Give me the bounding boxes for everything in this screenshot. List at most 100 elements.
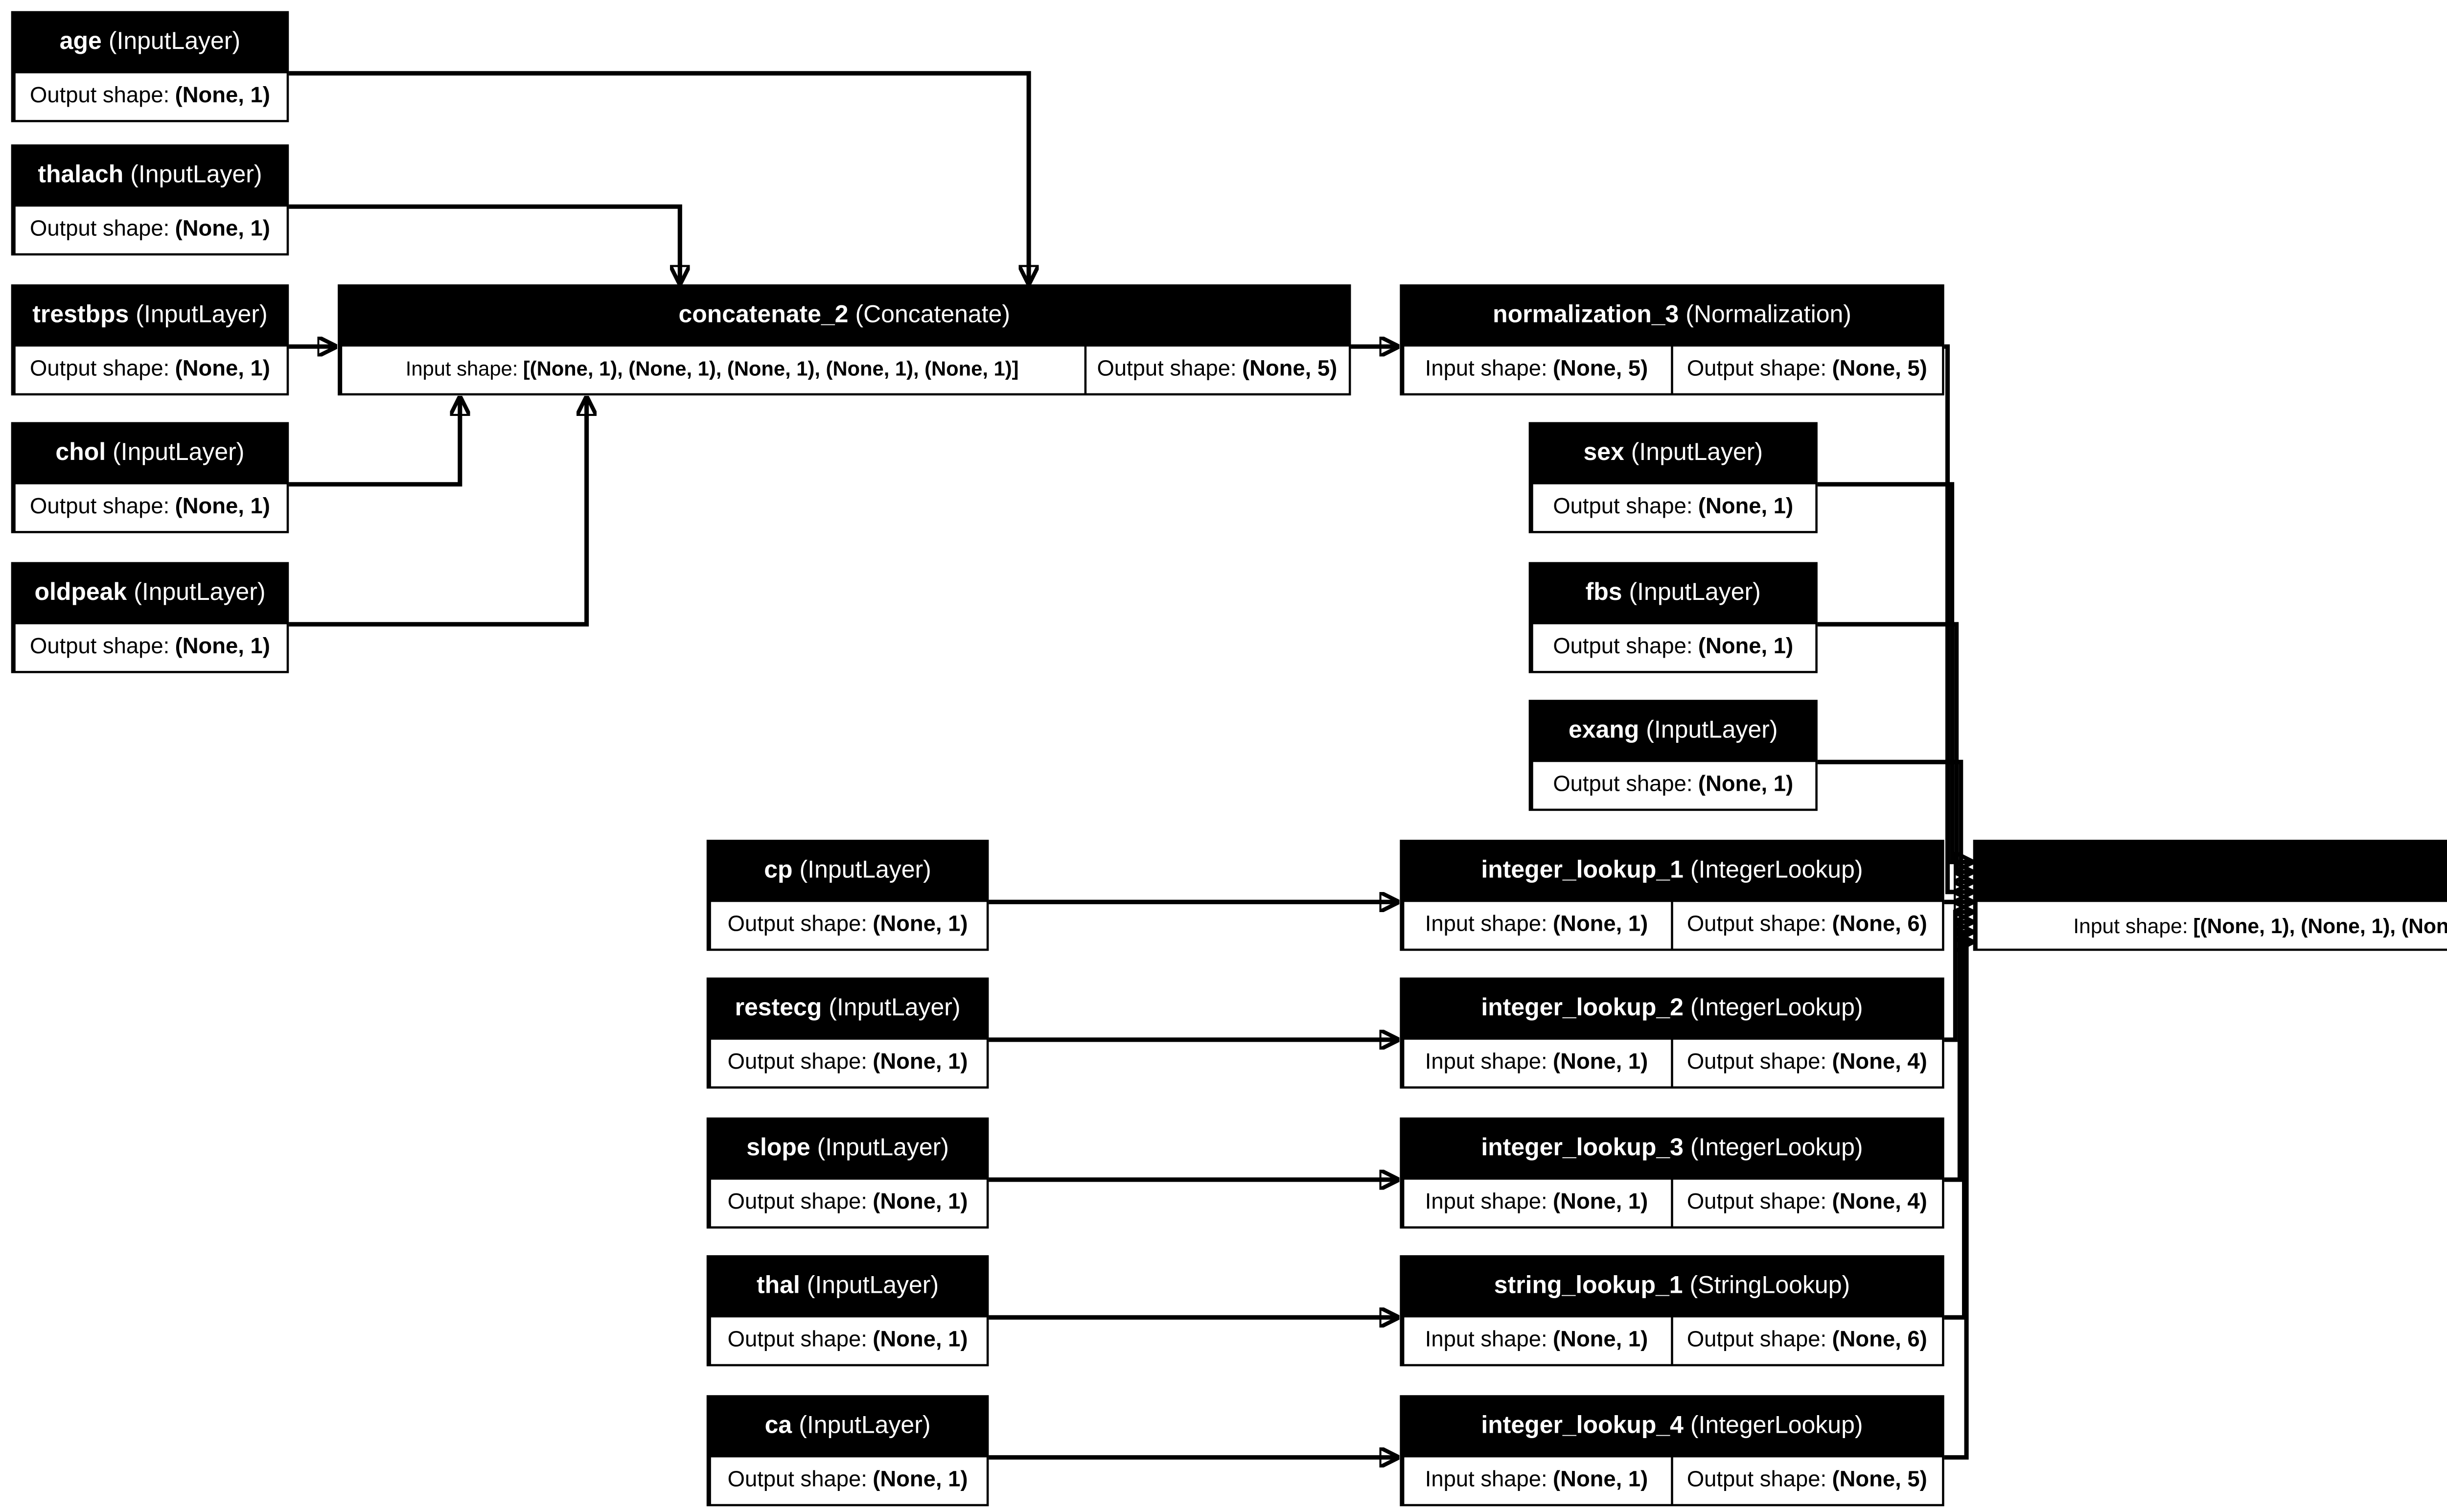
output-shape-value: (None, 1) (1698, 772, 1794, 797)
output-shape-label: Output shape: (727, 1328, 867, 1352)
layer-name: thalach (38, 162, 124, 189)
node-integer_lookup_1-body: Input shape:(None, 1) Output shape:(None… (1403, 902, 1941, 948)
node-thal: thal(InputLayer) Output shape:(None, 1) (706, 1255, 989, 1367)
node-concatenate_3-body: Input shape:[(None, 1), (None, 1), (None… (1976, 902, 2447, 948)
layer-name: string_lookup_1 (1494, 1273, 1683, 1300)
node-concatenate_2: concatenate_2(Concatenate) Input shape:[… (338, 284, 1351, 396)
node-restecg-header: restecg (InputLayer) (707, 978, 989, 1040)
input-shape-cell: Input shape:(None, 1) (1403, 1317, 1670, 1363)
output-shape-label: Output shape: (1686, 1050, 1827, 1075)
output-shape-cell: Output shape:(None, 1) (14, 346, 286, 392)
layer-type: (InputLayer) (108, 29, 241, 56)
node-string_lookup_1: string_lookup_1(StringLookup) Input shap… (1400, 1255, 1944, 1367)
output-shape-value: (None, 1) (873, 1050, 968, 1075)
edge-thalach-concatenate_2 (289, 204, 680, 281)
layer-type: (InputLayer) (130, 162, 262, 189)
output-shape-value: (None, 1) (1698, 495, 1794, 520)
node-restecg: restecg (InputLayer) Output shape:(None, … (706, 977, 989, 1089)
layer-name: restecg (735, 995, 822, 1022)
node-ca: ca(InputLayer) Output shape:(None, 1) (706, 1395, 989, 1507)
input-shape-cell: Input shape:(None, 1) (1403, 902, 1670, 948)
node-concatenate_3: concatenate_3(Concatenate) Input shape:[… (1973, 840, 2447, 951)
output-shape-value: (None, 1) (873, 912, 968, 937)
node-thal-body: Output shape:(None, 1) (710, 1317, 986, 1363)
output-shape-cell: Output shape:(None, 1) (14, 624, 286, 670)
output-shape-label: Output shape: (1097, 357, 1237, 382)
layer-type: (InputLayer) (134, 579, 266, 607)
output-shape-cell: Output shape:(None, 1) (1532, 484, 1815, 530)
layer-type: (StringLookup) (1689, 1273, 1850, 1300)
node-fbs-body: Output shape:(None, 1) (1532, 624, 1815, 670)
layer-name: fbs (1585, 579, 1622, 607)
output-shape-label: Output shape: (727, 1050, 867, 1075)
output-shape-cell: Output shape:(None, 5) (1086, 346, 1348, 392)
output-shape-value: (None, 1) (873, 1328, 968, 1352)
node-oldpeak-body: Output shape:(None, 1) (14, 624, 286, 670)
node-integer_lookup_2-header: integer_lookup_2(IntegerLookup) (1400, 978, 1944, 1040)
layer-type: (InputLayer) (829, 995, 961, 1022)
output-shape-value: (None, 5) (1832, 357, 1927, 382)
output-shape-label: Output shape: (30, 635, 170, 660)
output-shape-cell: Output shape:(None, 1) (14, 73, 286, 119)
output-shape-label: Output shape: (1686, 357, 1827, 382)
output-shape-cell: Output shape:(None, 1) (710, 1179, 986, 1225)
input-shape-cell: Input shape:[(None, 1), (None, 1), (None… (341, 346, 1084, 392)
node-integer_lookup_1-header: integer_lookup_1(IntegerLookup) (1400, 840, 1944, 902)
node-normalization_3-header: normalization_3(Normalization) (1400, 284, 1944, 346)
output-shape-cell: Output shape:(None, 1) (14, 206, 286, 252)
output-shape-label: Output shape: (1686, 1328, 1827, 1352)
node-slope-body: Output shape:(None, 1) (710, 1179, 986, 1225)
output-shape-cell: Output shape:(None, 1) (710, 1457, 986, 1503)
output-shape-value: (None, 4) (1832, 1050, 1927, 1075)
layer-name: sex (1583, 439, 1624, 467)
node-cp-header: cp(InputLayer) (707, 840, 989, 902)
output-shape-label: Output shape: (727, 1190, 867, 1215)
input-shape-label: Input shape: (405, 358, 518, 381)
node-concatenate_2-header: concatenate_2(Concatenate) (338, 284, 1351, 346)
output-shape-cell: Output shape:(None, 1) (710, 902, 986, 948)
output-shape-value: (None, 1) (873, 1467, 968, 1492)
node-trestbps: trestbps(InputLayer) Output shape:(None,… (11, 284, 289, 396)
node-fbs-header: fbs(InputLayer) (1529, 562, 1818, 624)
output-shape-value: (None, 1) (175, 217, 270, 242)
output-shape-value: (None, 1) (175, 635, 270, 660)
edge-age-concatenate_2 (289, 71, 1029, 281)
output-shape-cell: Output shape:(None, 4) (1673, 1039, 1941, 1085)
layer-name: integer_lookup_2 (1481, 995, 1684, 1022)
node-integer_lookup_3-body: Input shape:(None, 1) Output shape:(None… (1403, 1179, 1941, 1225)
node-ca-body: Output shape:(None, 1) (710, 1457, 986, 1503)
input-shape-label: Input shape: (1425, 1467, 1547, 1492)
output-shape-label: Output shape: (1686, 1467, 1827, 1492)
node-slope-header: slope(InputLayer) (707, 1118, 989, 1180)
output-shape-cell: Output shape:(None, 4) (1673, 1179, 1941, 1225)
layer-name: chol (55, 439, 106, 467)
output-shape-value: (None, 6) (1832, 912, 1927, 937)
output-shape-cell: Output shape:(None, 1) (710, 1317, 986, 1363)
layer-type: (IntegerLookup) (1690, 1413, 1863, 1440)
output-shape-cell: Output shape:(None, 5) (1673, 346, 1941, 392)
input-shape-value: (None, 5) (1553, 357, 1648, 382)
output-shape-value: (None, 5) (1832, 1467, 1927, 1492)
layer-type: (InputLayer) (807, 1273, 939, 1300)
output-shape-value: (None, 4) (1832, 1190, 1927, 1215)
node-thal-header: thal(InputLayer) (707, 1255, 989, 1317)
input-shape-label: Input shape: (1425, 1190, 1547, 1215)
node-integer_lookup_4-body: Input shape:(None, 1) Output shape:(None… (1403, 1457, 1941, 1503)
output-shape-label: Output shape: (1553, 635, 1693, 660)
node-chol-header: chol(InputLayer) (11, 422, 289, 484)
node-chol-body: Output shape:(None, 1) (14, 484, 286, 530)
node-cp-body: Output shape:(None, 1) (710, 902, 986, 948)
node-slope: slope(InputLayer) Output shape:(None, 1) (706, 1117, 989, 1229)
output-shape-value: (None, 1) (175, 357, 270, 382)
input-shape-value: [(None, 1), (None, 1), (None, 1), (None,… (2193, 912, 2447, 937)
node-chol: chol(InputLayer) Output shape:(None, 1) (11, 422, 289, 533)
input-shape-label: Input shape: (1425, 357, 1547, 382)
layer-type: (InputLayer) (1629, 579, 1761, 607)
node-normalization_3: normalization_3(Normalization) Input sha… (1400, 284, 1944, 396)
layer-type: (Normalization) (1685, 302, 1851, 329)
node-integer_lookup_3-header: integer_lookup_3(IntegerLookup) (1400, 1118, 1944, 1180)
edge-oldpeak-concatenate_2 (289, 400, 586, 627)
node-string_lookup_1-body: Input shape:(None, 1) Output shape:(None… (1403, 1317, 1941, 1363)
